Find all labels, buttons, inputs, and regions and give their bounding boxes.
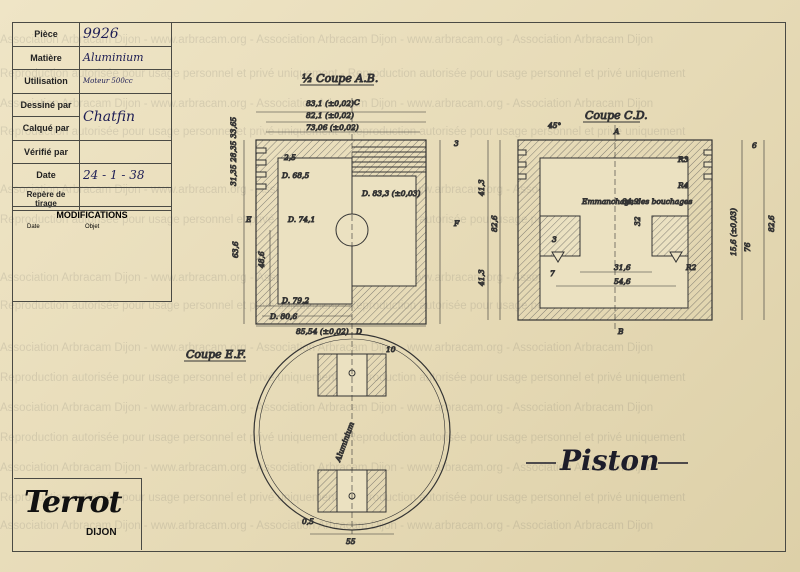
modifications-objet-header: Objet <box>85 224 100 230</box>
title-row-piece: Pièce 9926 <box>12 22 172 47</box>
label-f: F <box>453 219 460 228</box>
note-aluminium: Aluminium <box>333 421 356 464</box>
value-dessine: Chatfin <box>79 92 172 141</box>
dimension-lines <box>243 111 441 327</box>
dim-ring-set: 31,35 28,35 33,65 <box>229 117 238 186</box>
dim-83-1: 83,1 (±0,02) <box>306 99 354 108</box>
dim-79-2: D. 79,2 <box>281 296 309 305</box>
pin-boss-right <box>651 215 689 257</box>
value-utilisation: Moteur 500cc <box>79 69 172 94</box>
dim-74-1: D. 74,1 <box>287 215 315 224</box>
dim-48-6: 48,6 <box>257 251 266 269</box>
dim-6: 6 <box>752 141 757 150</box>
modifications-date-header: Date <box>27 224 40 230</box>
dim-84-9: 84,9 <box>622 197 639 206</box>
dim-41-3-top: 41,3 <box>477 179 486 197</box>
dim-10: 10 <box>386 345 396 354</box>
view-title-cd: Coupe C.D. <box>585 109 648 122</box>
dim-41-3-bottom: 41,3 <box>477 269 486 287</box>
value-piece: 9926 <box>79 22 172 47</box>
dim-32: 32 <box>633 216 642 226</box>
logo-brand: Terrot <box>24 485 122 520</box>
title-row-calque: Calqué par <box>12 116 172 141</box>
label-d: D <box>355 327 362 336</box>
dim-15-6: 15,6 (±0,03) <box>729 208 738 256</box>
modifications-title: MODIFICATIONS <box>56 210 128 220</box>
ring-grooves <box>255 146 426 190</box>
dim-0-5: 0,5 <box>302 517 314 526</box>
dim-3: 3 <box>454 139 459 148</box>
section-cd: Coupe C.D. <box>477 109 777 337</box>
half-section-ab: ½ Coupe A.B. <box>229 72 461 337</box>
radius-r2: R2 <box>685 263 697 272</box>
dim-54-6: 54,6 <box>614 277 631 286</box>
dim-63-6: 63,6 <box>231 241 240 258</box>
dim-82-6-right: 82,6 <box>767 215 776 232</box>
radius-r3: R3 <box>677 155 689 164</box>
title-block: Pièce 9926 Matière Aluminium Utilisation… <box>12 22 172 211</box>
dim-7: 7 <box>550 269 555 278</box>
dim-45deg: 45° <box>547 121 562 130</box>
title-row-utilisation: Utilisation Moteur 500cc <box>12 69 172 94</box>
value-date: 24 - 1 - 38 <box>79 163 172 188</box>
view-title-ef: Coupe E.F. <box>186 348 246 361</box>
label-c: C <box>354 98 360 107</box>
label-b: B <box>617 327 624 336</box>
dim-55: 55 <box>346 537 356 546</box>
note-emmanchage: Emmanchage des bouchages <box>581 197 692 206</box>
company-logo: Terrot DIJON <box>14 478 142 550</box>
label-piece: Pièce <box>12 22 80 47</box>
dim-85-54: 85,54 (±0,02) <box>296 327 349 336</box>
label-matiere: Matière <box>12 45 80 70</box>
value-matiere: Aluminium <box>79 45 172 70</box>
dim-83-3: D. 83,3 (±0,03) <box>361 189 421 198</box>
dim-82-6-left: 82,6 <box>490 215 499 232</box>
title-row-date: Date 24 - 1 - 38 <box>12 163 172 188</box>
dim-76: 76 <box>743 242 752 252</box>
dim-82-1: 82,1 (±0,02) <box>306 111 354 120</box>
title-row-verifie: Vérifié par <box>12 139 172 164</box>
dim-73-06: 73,06 (±0,02) <box>306 123 359 132</box>
label-utilisation: Utilisation <box>12 69 80 94</box>
label-e: E <box>245 215 252 224</box>
radius-r4: R4 <box>677 181 689 190</box>
title-row-dessine: Dessiné par Chatfin <box>12 92 172 141</box>
modifications-box: MODIFICATIONS Date Objet <box>12 206 172 302</box>
title-row-matiere: Matière Aluminium <box>12 45 172 70</box>
dim-80-6: D. 80,6 <box>269 312 297 321</box>
dim-3-b: 3 <box>552 235 557 244</box>
dim-68-5: D. 68,5 <box>281 171 309 180</box>
label-a: A <box>613 127 620 136</box>
label-calque: Calqué par <box>12 116 80 141</box>
dim-31-6: 31,6 <box>614 263 631 272</box>
section-ef: Coupe E.F. 55 10 0,5 Aluminium <box>184 332 451 547</box>
dim-2-5: 2,5 <box>283 153 296 162</box>
view-title-ab: ½ Coupe A.B. <box>302 72 378 85</box>
pin-boss-left <box>539 215 581 257</box>
ring-grooves-cd <box>517 149 713 180</box>
logo-city: DIJON <box>86 527 117 538</box>
label-dessine: Dessiné par <box>12 92 80 117</box>
part-name: Piston <box>559 444 659 477</box>
dimension-lines-cd <box>487 140 765 320</box>
